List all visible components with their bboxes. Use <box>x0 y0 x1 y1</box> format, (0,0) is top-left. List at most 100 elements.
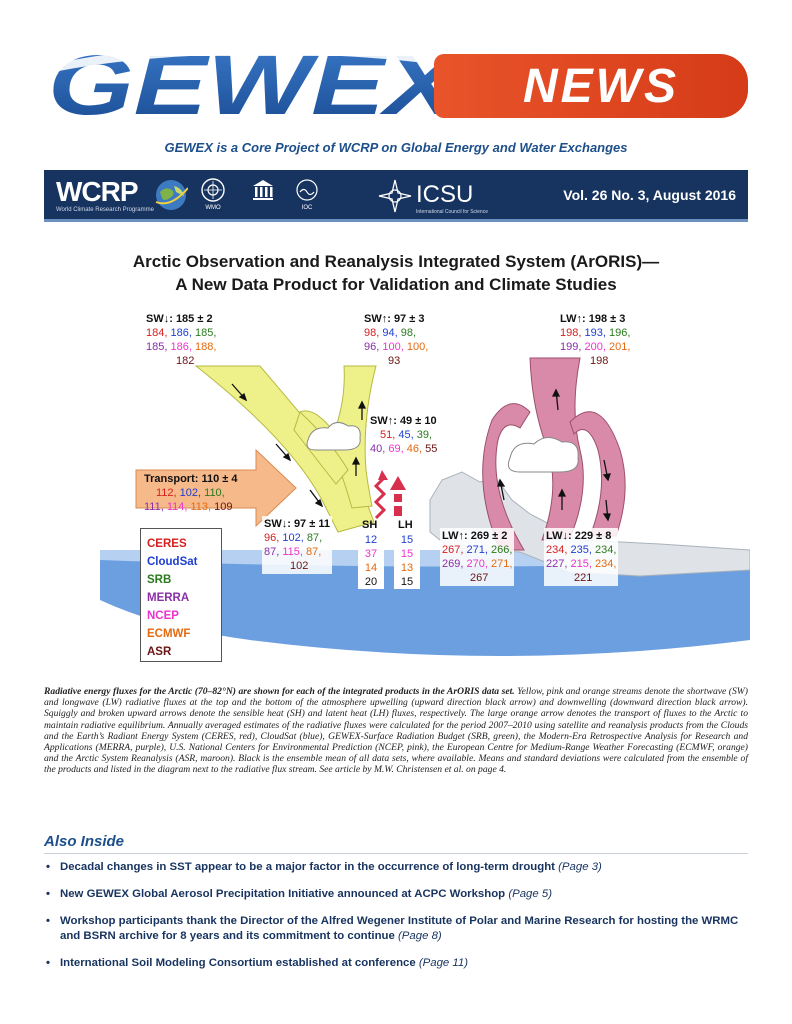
icsu-subtitle: International Council for Science <box>416 209 488 215</box>
legend-ncep: NCEP <box>147 610 179 622</box>
item-text: International Soil Modeling Consortium e… <box>60 957 416 969</box>
headline-line-2: A New Data Product for Validation and Cl… <box>175 275 617 294</box>
issue-label: Vol. 26 No. 3, August 2016 <box>563 187 736 203</box>
list-item[interactable]: New GEWEX Global Aerosol Precipitation I… <box>44 887 748 902</box>
headline-line-1: Arctic Observation and Reanalysis Integr… <box>132 252 660 271</box>
wmo-label: WMO <box>205 205 221 211</box>
value-ceres: 51, <box>380 429 396 441</box>
value-ncep: 200, <box>584 341 606 353</box>
value-cloudsat: 193, <box>584 327 606 339</box>
item-page: (Page 8) <box>398 930 442 942</box>
news-banner: NEWS <box>434 54 748 118</box>
value-ceres: 267, <box>442 544 464 556</box>
value-ncep: 100, <box>382 341 404 353</box>
value-asr: 221 <box>574 572 593 584</box>
value-ecmwf: 87, <box>306 546 322 558</box>
value-ncep: 215, <box>570 558 592 570</box>
value-cloudsat: 102, <box>179 487 202 499</box>
icsu-compass-icon <box>378 179 412 213</box>
sw-up-mid-label: SW↑: 49 ± 10 51, 45, 39, 40, 69, 46, 55 <box>370 414 437 456</box>
value-merra: 269, <box>442 558 464 570</box>
list-item[interactable]: Decadal changes in SST appear to be a ma… <box>44 860 748 875</box>
value-srb: 234, <box>594 544 617 556</box>
value-ncep: 115, <box>282 546 303 558</box>
value-ceres: 112, <box>156 487 177 499</box>
value-ecmwf: 234, <box>594 558 617 570</box>
sh-value-mean: 20 <box>358 575 384 589</box>
sw-down-toa-label: SW↓: 185 ± 2 184, 186, 185, 185, 186, 18… <box>146 312 216 368</box>
lw-up-sfc-title: LW↑: 269 ± 2 <box>442 530 508 542</box>
value-ncep: 186, <box>170 341 192 353</box>
value-asr: 198 <box>590 355 609 367</box>
sw-down-toa-title: SW↓: 185 ± 2 <box>146 313 213 325</box>
lh-value-mean: 15 <box>394 575 420 589</box>
value-asr: 109 <box>214 501 233 513</box>
value-merra: 96, <box>364 341 380 353</box>
wmo-emblem: WMO <box>200 177 226 211</box>
also-inside-list: Decadal changes in SST appear to be a ma… <box>44 860 748 983</box>
item-text: Decadal changes in SST appear to be a ma… <box>60 861 555 873</box>
value-ceres: 184, <box>146 327 168 339</box>
lw-up-sfc-label: LW↑: 269 ± 2 267, 271, 266, 269, 270, 27… <box>440 528 515 586</box>
value-cloudsat: 271, <box>466 544 488 556</box>
value-ecmwf: 100, <box>406 341 429 353</box>
legend-cloudsat: CloudSat <box>147 556 198 568</box>
value-asr: 102 <box>290 560 309 572</box>
lh-value-cloudsat: 15 <box>394 533 420 547</box>
value-merra: 185, <box>146 341 168 353</box>
sh-value-cloudsat: 12 <box>358 533 384 547</box>
article-headline: Arctic Observation and Reanalysis Integr… <box>0 250 792 296</box>
list-item[interactable]: International Soil Modeling Consortium e… <box>44 956 748 971</box>
value-asr: 267 <box>470 572 489 584</box>
arctic-flux-diagram: SW↓: 185 ± 2 184, 186, 185, 185, 186, 18… <box>100 300 750 670</box>
sh-value-ecmwf: 14 <box>358 561 384 575</box>
value-ncep: 270, <box>466 558 488 570</box>
value-srb: 185, <box>194 327 217 339</box>
value-merra: 87, <box>264 546 280 558</box>
value-merra: 40, <box>370 443 386 455</box>
transport-label: Transport: 110 ± 4 112, 102, 110, 111, 1… <box>144 472 237 514</box>
value-merra: 199, <box>560 341 582 353</box>
globe-icon <box>155 180 188 210</box>
value-cloudsat: 45, <box>398 429 414 441</box>
value-merra: 227, <box>546 558 568 570</box>
sh-title: SH <box>362 519 378 531</box>
value-ncep: 69, <box>388 443 404 455</box>
list-item[interactable]: Workshop participants thank the Director… <box>44 914 748 944</box>
legend-srb: SRB <box>147 574 172 586</box>
caption-lead: Radiative energy fluxes for the Arctic (… <box>44 686 515 697</box>
transport-arrow <box>135 448 297 528</box>
cloud-left <box>306 422 361 451</box>
item-page: (Page 11) <box>418 957 469 969</box>
temple-icon <box>253 180 273 200</box>
gewex-logo: GEWEX <box>44 44 474 124</box>
also-inside-title: Also Inside <box>44 833 125 850</box>
legend-ecmwf: ECMWF <box>147 628 191 640</box>
lw-down-sfc-title: LW↓: 229 ± 8 <box>546 530 612 542</box>
sh-squiggly-arrow <box>373 476 387 520</box>
also-inside-divider <box>44 853 748 854</box>
value-ncep: 114, <box>166 501 188 513</box>
value-cloudsat: 186, <box>170 327 192 339</box>
ioc-icon <box>296 179 318 201</box>
value-asr: 93 <box>388 355 401 367</box>
masthead: GEWEX NEWS <box>44 44 748 124</box>
value-ceres: 198, <box>560 327 582 339</box>
lh-value-ecmwf: 13 <box>394 561 420 575</box>
partner-bar: WCRP World Climate Research Programme WM… <box>44 170 748 222</box>
value-ecmwf: 188, <box>194 341 217 353</box>
sw-up-toa-label: SW↑: 97 ± 3 98, 94, 98, 96, 100, 100, 93 <box>364 312 428 368</box>
transport-title: Transport: 110 ± 4 <box>144 473 238 485</box>
value-cloudsat: 235, <box>570 544 592 556</box>
value-srb: 87, <box>306 532 323 544</box>
cloud-right <box>507 437 579 473</box>
tagline: GEWEX is a Core Project of WCRP on Globa… <box>164 140 628 155</box>
value-ceres: 96, <box>264 532 280 544</box>
lw-up-toa-label: LW↑: 198 ± 3 198, 193, 196, 199, 200, 20… <box>560 312 630 368</box>
ioc-emblem: IOC <box>294 177 320 211</box>
sw-up-mid-title: SW↑: 49 ± 10 <box>370 415 437 427</box>
news-label: NEWS <box>523 59 679 113</box>
unesco-emblem <box>250 177 276 205</box>
value-srb: 196, <box>608 327 631 339</box>
icsu-label: ICSU <box>416 181 474 208</box>
